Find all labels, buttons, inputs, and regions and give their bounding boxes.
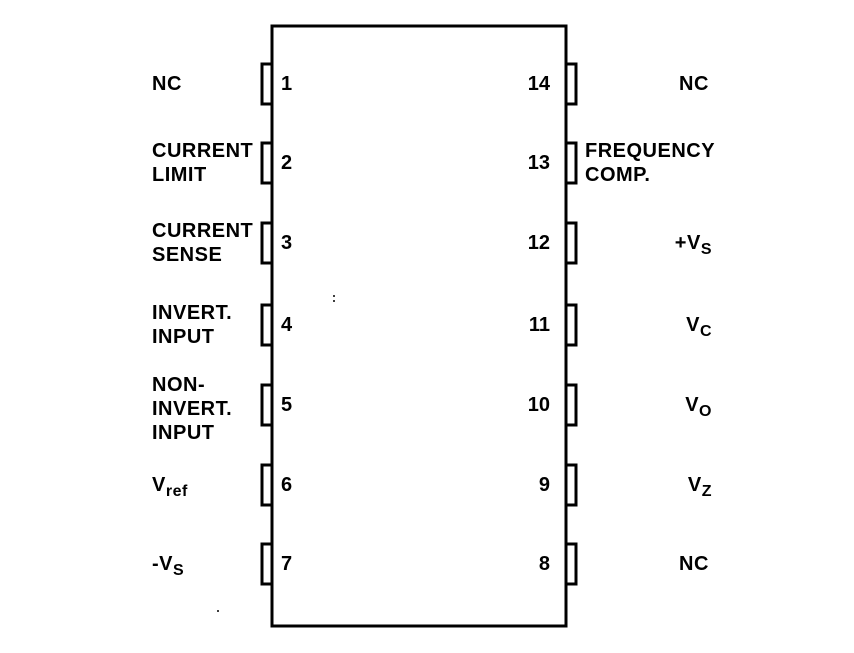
left-pin-3 — [260, 221, 272, 265]
pin-label-line: LIMIT — [152, 164, 207, 186]
right-pin-label-12: +VS — [675, 231, 712, 262]
left-pin-1 — [260, 62, 272, 106]
right-pin-12 — [566, 221, 578, 265]
pin-label-main: V — [685, 394, 700, 416]
pin-label-line: NC — [679, 553, 709, 575]
left-pin-number: 3 — [281, 232, 293, 254]
left-pin-2 — [260, 141, 272, 185]
pin-label-subscript: ref — [165, 483, 188, 500]
pin-label-main: V — [687, 474, 702, 496]
left-pin-label-6: Vref — [152, 473, 188, 504]
pin-label-line: NC — [679, 73, 709, 95]
right-pin-number: 9 — [538, 474, 550, 496]
right-pin-number: 14 — [527, 73, 550, 95]
pin-label-line: FREQUENCY — [585, 140, 716, 162]
right-pin-11 — [566, 303, 578, 347]
pin-label-line: INVERT. — [152, 398, 233, 420]
left-pin-label-5: NON-INVERT.INPUT — [152, 373, 232, 445]
pin-label-line: INVERT. — [152, 302, 233, 324]
pin-label-line: INPUT — [152, 422, 215, 444]
left-pin-label-1: NC — [152, 72, 182, 96]
right-pin-9 — [566, 463, 578, 507]
right-pin-label-14: NC — [679, 72, 709, 96]
left-pin-label-7: -VS — [152, 552, 184, 583]
right-pin-13 — [566, 141, 578, 185]
left-pin-4 — [260, 303, 272, 347]
left-pin-number: 6 — [281, 474, 293, 496]
left-pin-number: 5 — [281, 394, 293, 416]
pin-label-subscript: O — [699, 403, 712, 420]
left-pin-number: 7 — [281, 553, 293, 575]
right-pin-label-11: VC — [686, 313, 712, 344]
pin-label-subscript: C — [699, 323, 712, 340]
pin-label-subscript: Z — [701, 483, 712, 500]
pin-label-line: CURRENT — [152, 140, 254, 162]
right-pin-number: 11 — [528, 314, 550, 336]
right-pin-8 — [566, 542, 578, 586]
pin-label-subscript: S — [700, 241, 712, 258]
left-pin-7 — [260, 542, 272, 586]
right-pin-label-9: VZ — [688, 473, 712, 504]
right-pin-label-10: VO — [685, 393, 712, 424]
pin-label-main: -V — [152, 553, 173, 575]
pin-label-subscript: S — [173, 562, 185, 579]
right-pin-label-8: NC — [679, 552, 709, 576]
right-pin-number: 10 — [527, 394, 550, 416]
right-pin-number: 13 — [527, 152, 550, 174]
pin-label-main: +V — [674, 232, 701, 254]
right-pin-number: 12 — [527, 232, 550, 254]
pin-label-line: COMP. — [585, 164, 651, 186]
left-pin-label-4: INVERT.INPUT — [152, 301, 232, 349]
right-pin-14 — [566, 62, 578, 106]
left-pin-6 — [260, 463, 272, 507]
pin-label-line: INPUT — [152, 326, 215, 348]
pin-label-line: NC — [152, 73, 182, 95]
pin-label-line: SENSE — [152, 244, 223, 266]
right-pin-10 — [566, 383, 578, 427]
left-pin-number: 4 — [281, 314, 293, 336]
left-pin-5 — [260, 383, 272, 427]
pin-label-line: NON- — [152, 374, 206, 396]
right-pin-number: 8 — [538, 553, 550, 575]
pin-label-line: CURRENT — [152, 220, 254, 242]
speck-mark — [333, 295, 335, 297]
speck-mark — [217, 610, 219, 612]
pin-label-main: V — [152, 474, 166, 496]
ic-body — [270, 24, 568, 628]
left-pin-number: 1 — [281, 73, 293, 95]
speck-mark — [333, 300, 335, 302]
left-pin-number: 2 — [281, 152, 293, 174]
pin-label-main: V — [686, 314, 700, 336]
